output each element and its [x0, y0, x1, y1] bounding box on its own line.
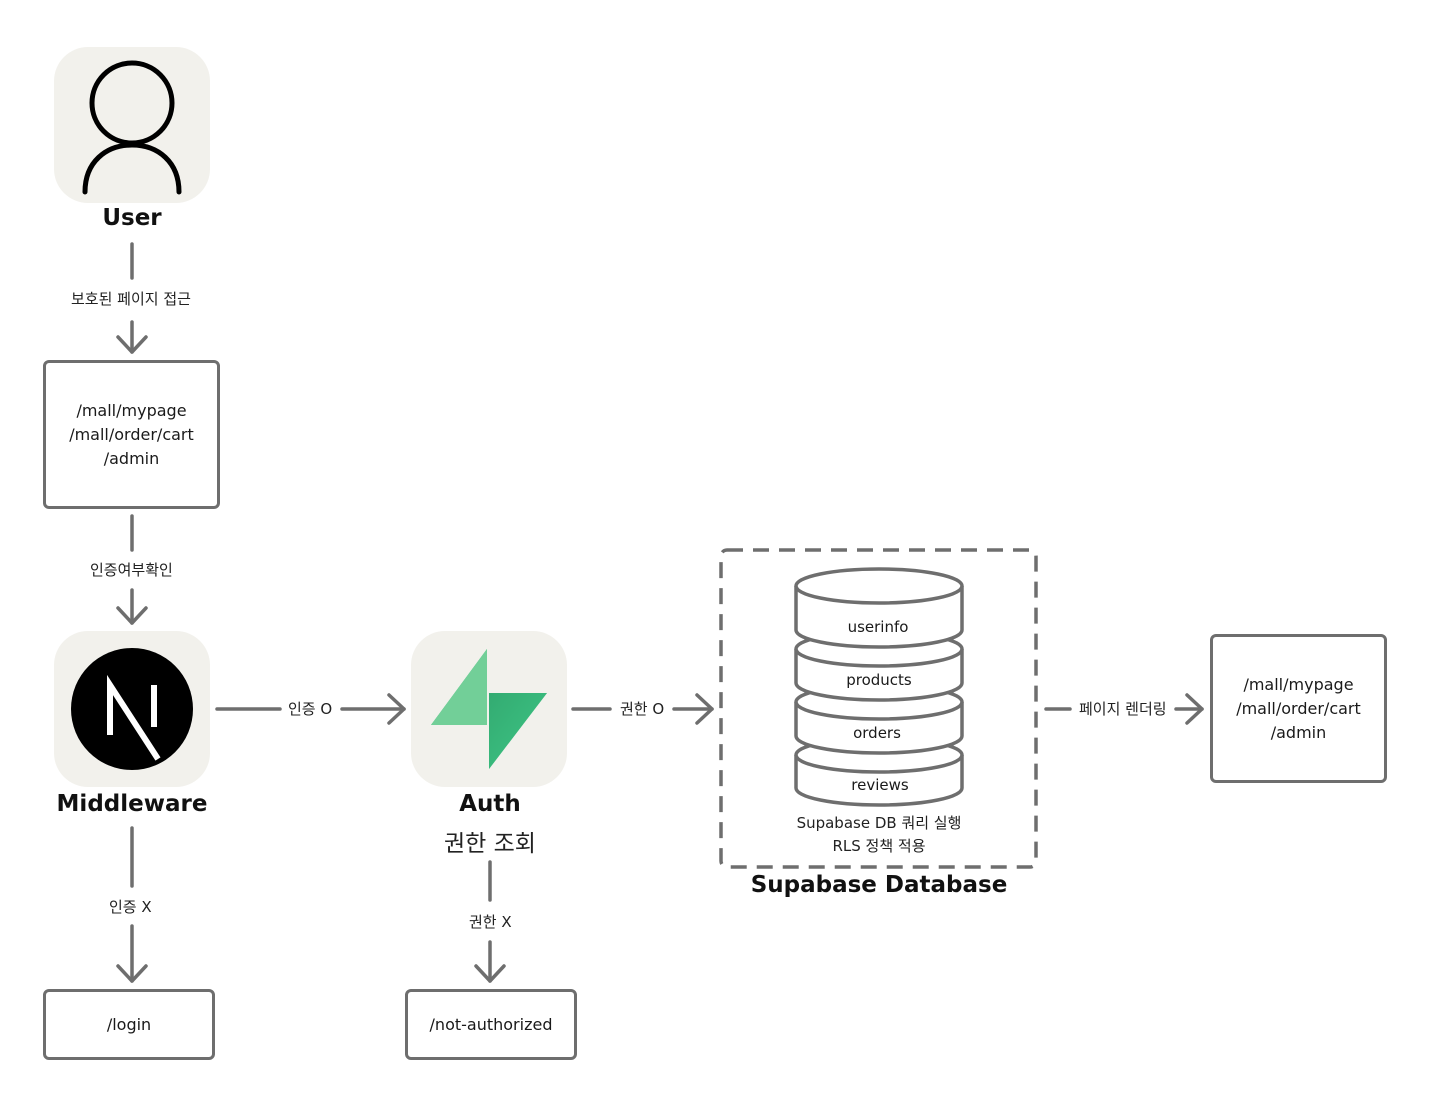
- protected-pages-box: /mall/mypage /mall/order/cart /admin: [43, 360, 220, 509]
- edge-label-page-rendering: 페이지 렌더링: [1075, 699, 1171, 719]
- edge-label-authenticated: 인증 O: [284, 699, 337, 719]
- supabase-logo-icon: [431, 649, 547, 769]
- auth-subtitle: 권한 조회: [444, 831, 536, 857]
- db-note-query: Supabase DB 쿼리 실행: [796, 814, 962, 832]
- auth-title: Auth: [459, 791, 521, 817]
- db-note-rls: RLS 정책 적용: [832, 837, 926, 855]
- edge-label-not-authenticated: 인증 X: [105, 897, 156, 917]
- not-authorized-box: /not-authorized: [405, 989, 577, 1060]
- page-route: /mall/order/cart: [1236, 698, 1361, 718]
- not-authorized-route: /not-authorized: [429, 1014, 553, 1034]
- edge-label-authorized: 권한 O: [616, 699, 669, 719]
- edge-label-not-authorized: 권한 X: [465, 912, 516, 932]
- user-title: User: [102, 205, 162, 231]
- edge-label-protected-access: 보호된 페이지 접근: [67, 289, 195, 309]
- page-route: /mall/mypage: [1243, 674, 1354, 694]
- table-reviews: reviews: [851, 776, 909, 794]
- table-products: products: [846, 671, 912, 689]
- login-route: /login: [106, 1014, 152, 1034]
- page-route: /admin: [103, 448, 160, 468]
- page-route: /mall/order/cart: [69, 424, 194, 444]
- database-title: Supabase Database: [750, 872, 1008, 898]
- middleware-title: Middleware: [56, 791, 208, 817]
- table-userinfo: userinfo: [847, 618, 909, 636]
- page-route: /admin: [1270, 722, 1327, 742]
- login-box: /login: [43, 989, 215, 1060]
- middleware-tile: [54, 631, 210, 787]
- user-icon: [82, 60, 182, 195]
- rendered-pages-box: /mall/mypage /mall/order/cart /admin: [1210, 634, 1387, 783]
- edge-label-auth-check: 인증여부확인: [86, 560, 177, 580]
- table-orders: orders: [853, 724, 901, 742]
- page-route: /mall/mypage: [76, 400, 187, 420]
- auth-tile: [411, 631, 567, 787]
- user-tile: [54, 47, 210, 203]
- nextjs-logo-icon: [71, 648, 193, 770]
